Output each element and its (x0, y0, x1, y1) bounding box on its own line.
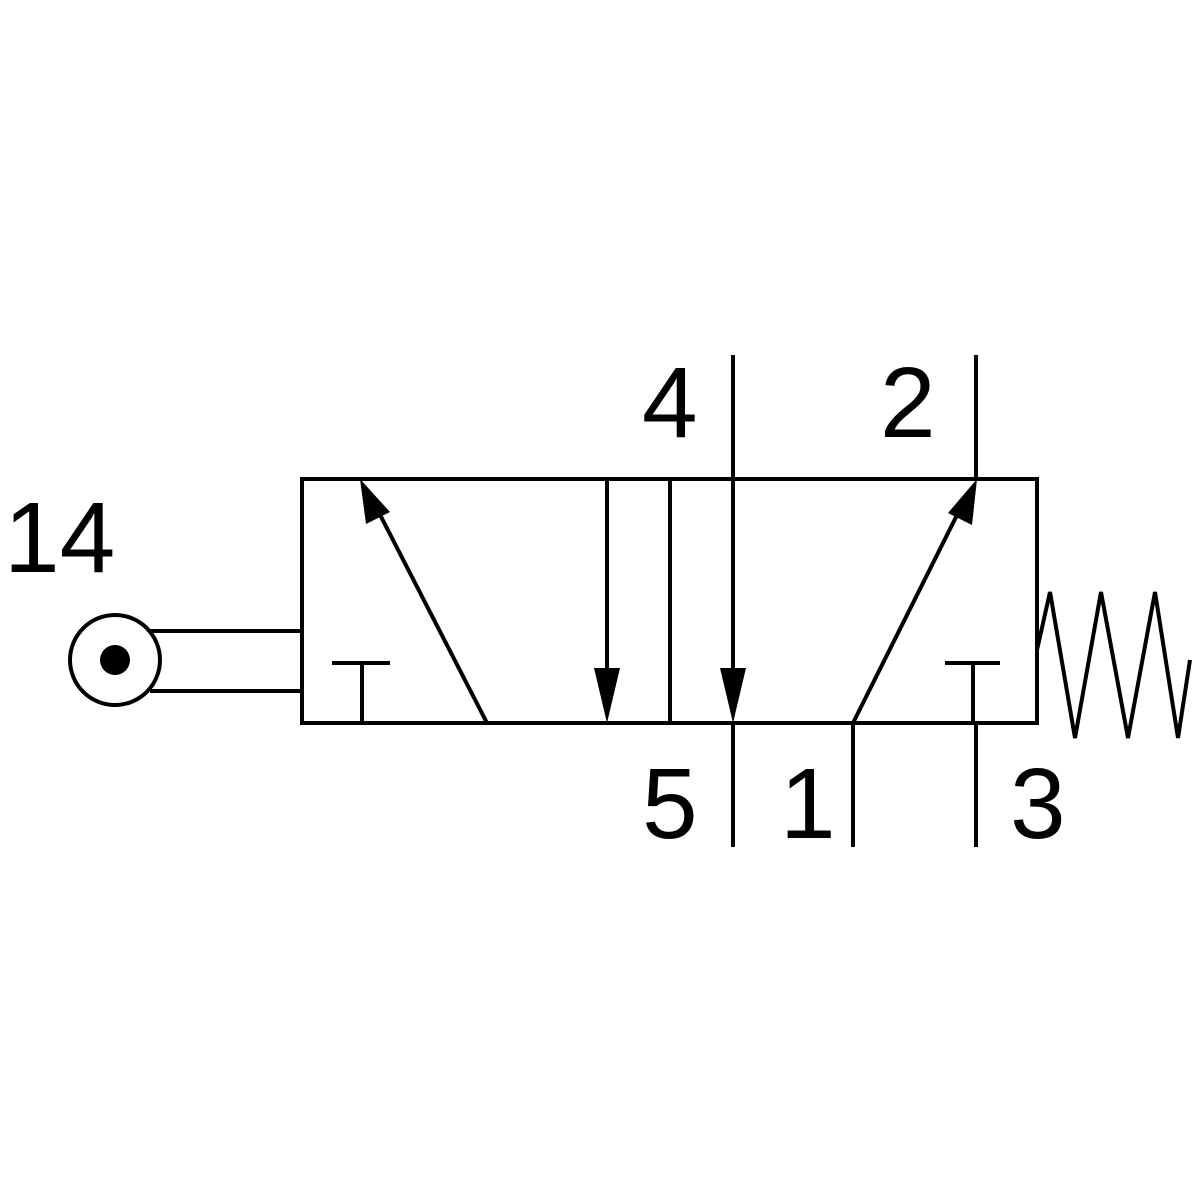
spring-icon (1035, 591, 1192, 739)
port-label-4: 4 (642, 347, 698, 459)
port-label-1: 1 (780, 748, 836, 860)
port-label-3: 3 (1010, 748, 1066, 860)
flow-arrow-left-down (594, 479, 620, 723)
flow-arrow-right-down (720, 355, 746, 723)
flow-arrow-right-diagonal (851, 479, 977, 724)
blocked-port-left (332, 661, 390, 723)
roller-lever-icon (68, 613, 302, 707)
port-label-2: 2 (880, 347, 936, 459)
port-label-14: 14 (4, 482, 115, 594)
flow-arrow-left-diagonal (360, 479, 489, 724)
blocked-port-right (945, 661, 1000, 723)
port-label-5: 5 (642, 748, 698, 860)
